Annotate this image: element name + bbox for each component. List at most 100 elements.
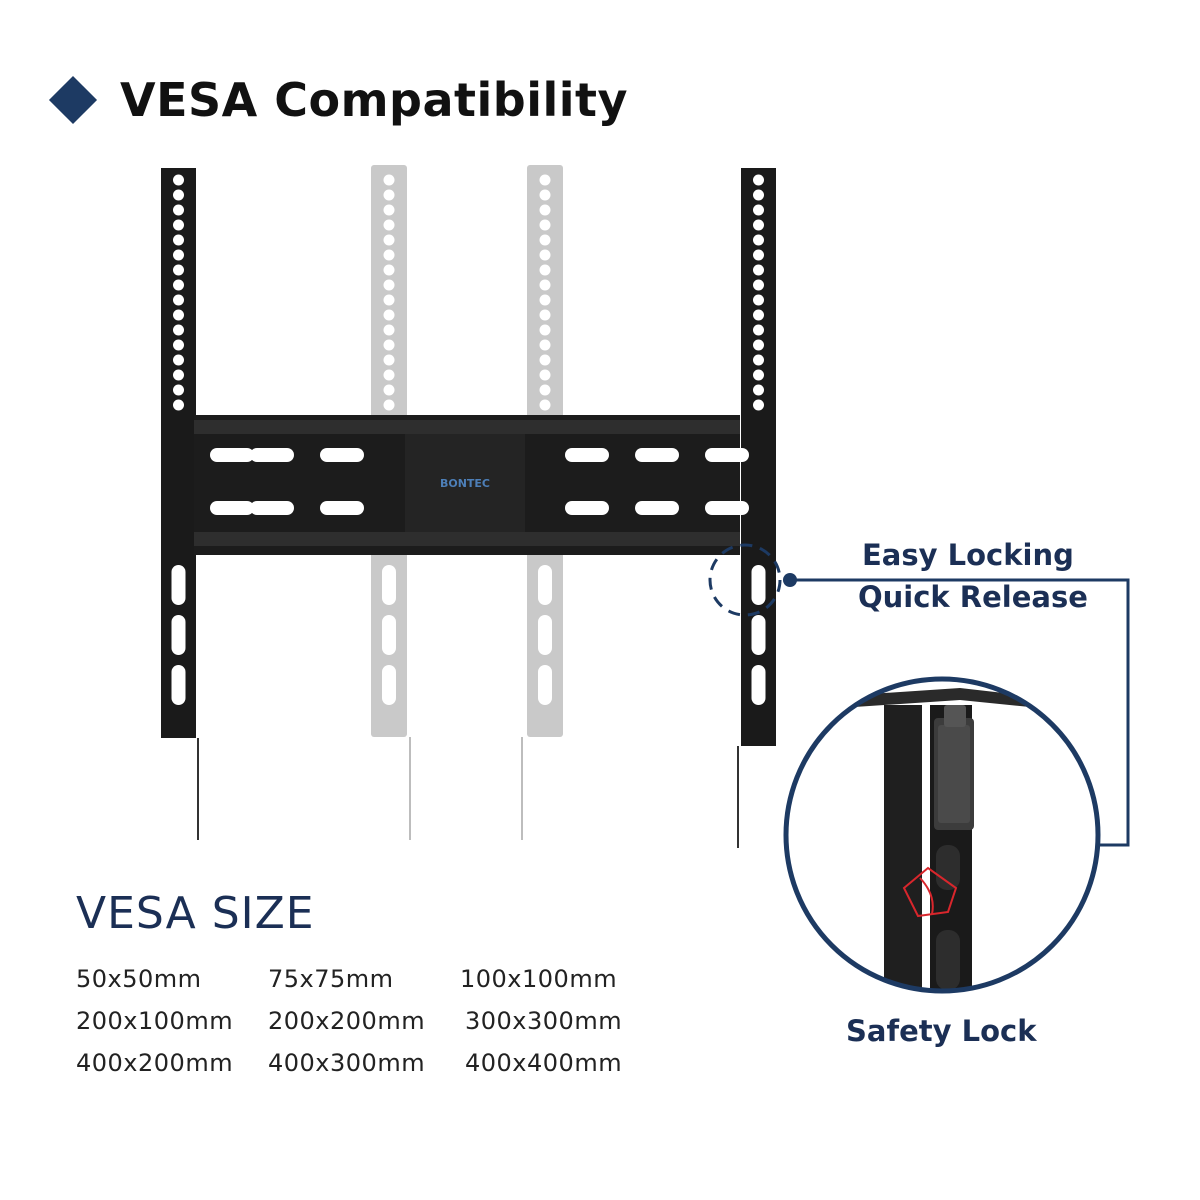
arm-hole (383, 174, 395, 186)
plate-slot (210, 501, 254, 515)
arm-hole (383, 399, 395, 411)
arm-hole (753, 309, 764, 321)
arm-hole (539, 339, 551, 351)
arm-hole (383, 279, 395, 291)
wall-plate: BONTEC (194, 415, 749, 555)
plate-slot (250, 448, 294, 462)
arm-hole (383, 354, 395, 366)
vesa-size-item: 75x75mm (268, 965, 394, 993)
arm-hole (753, 324, 764, 336)
plate-slot (565, 501, 609, 515)
arm-hole (539, 369, 551, 381)
arm-hole (753, 384, 764, 396)
safety-lock-zoom (783, 676, 1101, 994)
arm-hole (539, 189, 551, 201)
plate-slot (705, 448, 749, 462)
plate-slot (635, 501, 679, 515)
plate-slot (705, 501, 749, 515)
vesa-size-item: 300x300mm (465, 1007, 623, 1035)
plate-slot (210, 448, 254, 462)
arm-hole (173, 309, 184, 321)
arm-hole (753, 399, 764, 411)
arm-hole (753, 174, 764, 186)
page-title: VESA Compatibility (120, 73, 628, 127)
arm-hole (383, 264, 395, 276)
arm-hole (753, 189, 764, 201)
arm-holes (171, 174, 766, 705)
arm-hole (383, 234, 395, 246)
arm-hole (539, 399, 551, 411)
plate-slots (210, 448, 749, 515)
arm-slot (751, 665, 766, 705)
arm-hole (173, 249, 184, 261)
arm-hole (753, 354, 764, 366)
plate-slot (250, 501, 294, 515)
arm-hole (173, 234, 184, 246)
arm-slot (171, 565, 186, 605)
callout-easy-locking: Easy Locking (862, 538, 1074, 572)
arm-hole (383, 309, 395, 321)
plate-slot (565, 448, 609, 462)
arm-hole (173, 279, 184, 291)
arm-hole (383, 204, 395, 216)
arm-hole (753, 204, 764, 216)
arm-hole (173, 264, 184, 276)
arm-hole (539, 294, 551, 306)
arm-slot (171, 615, 186, 655)
vesa-size-item: 200x200mm (268, 1007, 426, 1035)
arm-slot (538, 615, 552, 655)
arm-hole (753, 279, 764, 291)
arm-hole (173, 294, 184, 306)
vesa-size-item: 400x200mm (76, 1049, 234, 1077)
arm-hole (539, 279, 551, 291)
arm-hole (173, 189, 184, 201)
vesa-size-item: 400x400mm (465, 1049, 623, 1077)
vesa-size-item: 400x300mm (268, 1049, 426, 1077)
arm-hole (753, 369, 764, 381)
arm-slot (751, 615, 766, 655)
arm-hole (539, 249, 551, 261)
arm-slot (751, 565, 766, 605)
arm-hole (173, 354, 184, 366)
arm-slot (382, 565, 396, 605)
callout-quick-release: Quick Release (858, 580, 1088, 614)
plate-slot (320, 448, 364, 462)
plate-slot (320, 501, 364, 515)
vesa-size-item: 100x100mm (460, 965, 618, 993)
arm-hole (173, 174, 184, 186)
arm-hole (753, 294, 764, 306)
arm-hole (173, 339, 184, 351)
arm-slot (171, 665, 186, 705)
arm-hole (539, 204, 551, 216)
arm-hole (753, 234, 764, 246)
arm-hole (383, 369, 395, 381)
arm-hole (383, 249, 395, 261)
page-title-group: VESA Compatibility (48, 60, 628, 140)
arm-hole (383, 189, 395, 201)
arm-hole (383, 339, 395, 351)
arm-hole (539, 219, 551, 231)
vesa-size-item: 200x100mm (76, 1007, 234, 1035)
arm-hole (539, 234, 551, 246)
arm-hole (753, 249, 764, 261)
arm-slot (538, 665, 552, 705)
arm-hole (539, 324, 551, 336)
vesa-size-heading: VESA SIZE (76, 888, 315, 939)
arm-slot (538, 565, 552, 605)
arm-hole (539, 264, 551, 276)
arm-hole (539, 384, 551, 396)
arm-hole (173, 324, 184, 336)
arm-hole (539, 354, 551, 366)
brand-label: BONTEC (440, 477, 490, 490)
lock-highlight-ring (708, 543, 782, 617)
arm-hole (539, 309, 551, 321)
arm-hole (383, 294, 395, 306)
arm-hole (173, 219, 184, 231)
arm-slot (382, 665, 396, 705)
arm-hole (383, 324, 395, 336)
arm-hole (173, 384, 184, 396)
vesa-size-item: 50x50mm (76, 965, 202, 993)
plate-slot (635, 448, 679, 462)
arm-slot (382, 615, 396, 655)
